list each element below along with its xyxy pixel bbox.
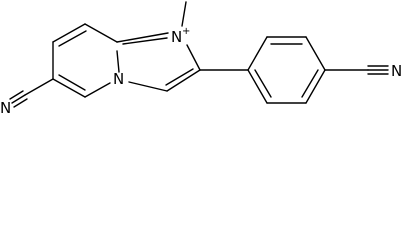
bond-c2-c3 — [166, 69, 201, 92]
bond-cn-triple-2 — [9, 90, 24, 100]
bond-c3-n4 — [128, 81, 168, 92]
left-nitrile-group — [9, 78, 54, 108]
bond-c8a-n1 — [116, 32, 169, 43]
atom-n-nitrile-right-label: N — [391, 62, 402, 80]
bond-c6-c5 — [52, 78, 86, 98]
bond-ar6-ar1 — [247, 69, 268, 104]
bond-n4-c8a — [116, 50, 120, 73]
bond-c8-c7 — [52, 23, 86, 43]
charge-plus-label: + — [182, 26, 190, 37]
atom-n-nitrile-left-label: N — [0, 99, 11, 117]
bond-n1-methyl — [181, 1, 187, 27]
five-membered-ring — [116, 32, 201, 92]
bond-ar6-ar1-inner — [254, 69, 272, 98]
bond-c8a-n1-double-inner — [122, 37, 168, 45]
six-membered-ring — [52, 23, 168, 98]
bond-c2-c3-inner — [165, 68, 194, 86]
bond-c6-cn — [24, 78, 54, 96]
right-nitrile-group — [324, 65, 389, 75]
bond-cn-triple-1 — [11, 94, 26, 104]
bond-c8-c7-inner — [58, 30, 87, 47]
benzene-ring — [199, 36, 326, 104]
bond-n1-c2 — [186, 44, 201, 71]
bond-ar1-ar2 — [247, 36, 268, 71]
structure-canvas: N + N N N — [0, 1, 402, 117]
bond-ar3-ar4 — [305, 36, 326, 71]
bond-c6-c5-inner — [58, 74, 86, 91]
bond-c8a-c8 — [84, 23, 118, 43]
chemical-structure-diagram: N + N N N — [0, 1, 402, 117]
bond-ar4-ar5 — [305, 69, 326, 104]
atom-n-bridge-label: N — [113, 70, 124, 88]
bond-c5-n4 — [84, 82, 111, 98]
bond-cn-triple-3 — [13, 98, 28, 108]
bond-ar4-ar5-inner — [301, 69, 319, 98]
atom-n1-label: N — [171, 28, 182, 46]
